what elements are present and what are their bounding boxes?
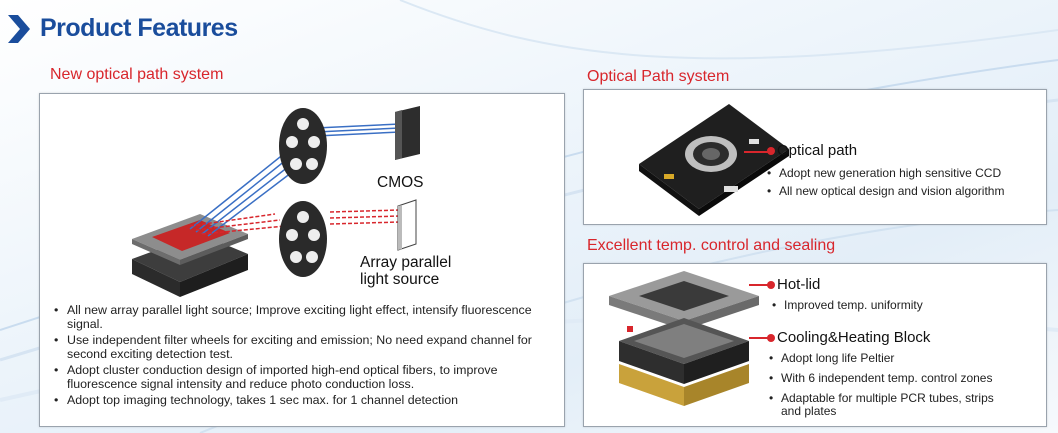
- section-title-temp-control: Excellent temp. control and sealing: [587, 237, 836, 254]
- optical-path-item: Adopt new generation high sensitive CCD: [767, 167, 1001, 181]
- section-title-optical-path-system: Optical Path system: [587, 68, 730, 85]
- optical-feature-list: All new array parallel light source; Imp…: [52, 303, 557, 411]
- ccd-board-image: [639, 104, 789, 216]
- callout-line: [749, 284, 774, 286]
- callout-dot-icon: [767, 147, 775, 156]
- callout-line: [744, 151, 774, 153]
- page-header: Product Features: [8, 14, 238, 43]
- callout-dot-icon: [767, 334, 775, 343]
- hotlid-callout: Hot-lid: [767, 276, 820, 293]
- filter-wheel-top: [279, 108, 327, 184]
- optical-system-panel: CMOS Array parallel light source All new…: [39, 93, 565, 427]
- callout-line: [749, 337, 774, 339]
- list-item: Adopt top imaging technology, takes 1 se…: [52, 393, 557, 408]
- chevron-right-icon: [8, 14, 30, 43]
- list-item: All new array parallel light source; Imp…: [52, 303, 557, 331]
- optical-path-diagram: [132, 106, 420, 297]
- temp-control-panel: Hot-lid Improved temp. uniformity Coolin…: [583, 263, 1047, 427]
- thermal-block-image: [609, 271, 759, 406]
- list-item: Use independent filter wheels for exciti…: [52, 333, 557, 361]
- block-item: Adopt long life Peltier: [769, 352, 894, 366]
- callout-dot-icon: [767, 281, 775, 290]
- array-light-label: Array parallel light source: [360, 254, 452, 288]
- block-item: With 6 independent temp. control zones: [769, 372, 992, 386]
- cmos-label: CMOS: [377, 174, 424, 191]
- optical-path-item: All new optical design and vision algori…: [767, 185, 1004, 199]
- page-title: Product Features: [40, 14, 238, 42]
- section-title-optical-path: New optical path system: [50, 66, 224, 83]
- optical-path-callout: Optical path: [767, 142, 857, 159]
- block-item: Adaptable for multiple PCR tubes, strips…: [769, 392, 1011, 418]
- list-item: Adopt cluster conduction design of impor…: [52, 363, 557, 391]
- filter-wheel-bottom: [279, 201, 327, 277]
- optical-path-panel: Optical path Adopt new generation high s…: [583, 89, 1047, 225]
- hotlid-item: Improved temp. uniformity: [772, 299, 923, 313]
- block-callout: Cooling&Heating Block: [767, 329, 930, 346]
